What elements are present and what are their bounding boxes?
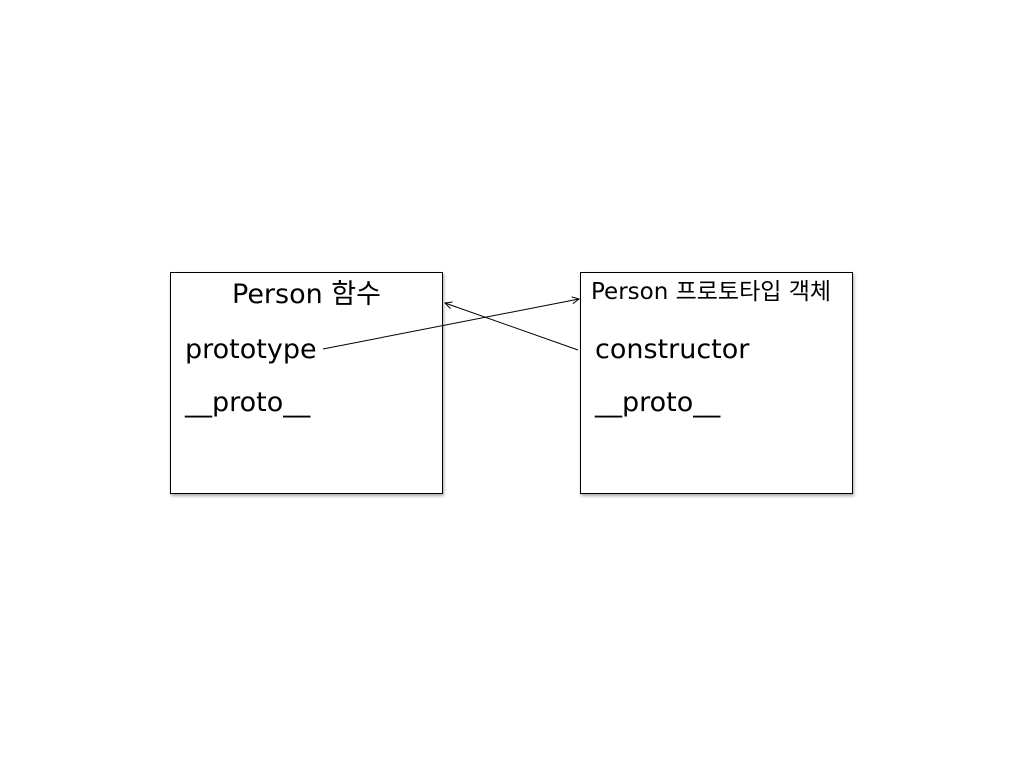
prototype-object-proto-property: __proto__ xyxy=(595,387,721,418)
person-prototype-object-box: Person 프로토타입 객체 constructor __proto__ xyxy=(580,272,853,494)
constructor-property: constructor xyxy=(595,334,750,365)
constructor-arrow xyxy=(445,303,579,351)
person-prototype-object-title: Person 프로토타입 객체 xyxy=(591,279,832,305)
person-function-box: Person 함수 prototype __proto__ xyxy=(170,272,443,494)
person-function-title: Person 함수 xyxy=(232,279,381,310)
prototype-property: prototype xyxy=(185,334,317,365)
function-proto-property: __proto__ xyxy=(185,387,311,418)
